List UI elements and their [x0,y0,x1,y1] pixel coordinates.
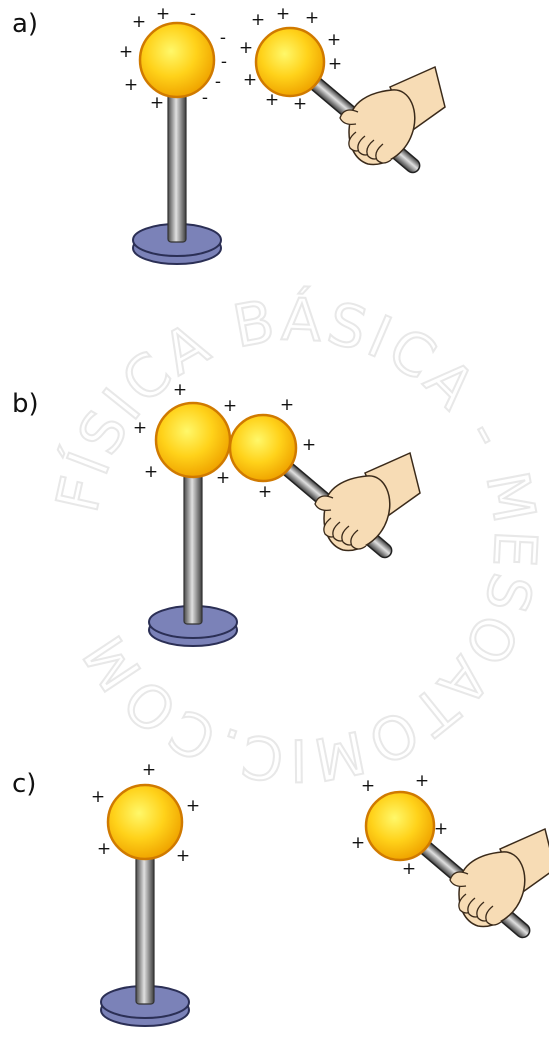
rod-sphere-charge: + [302,435,316,455]
stand-sphere [106,783,184,861]
hand-thumb [339,109,359,126]
stand-sphere-charge: + [216,468,230,488]
rod-sphere-charge: + [265,90,279,110]
stand-sphere-charge: + [119,42,133,62]
rod-sphere-charge: + [239,38,253,58]
hand-thumb [314,495,334,512]
rod-sphere [228,413,298,483]
panel-b: + + + + + + + + [133,380,421,647]
hand-holding-rod-icon [449,827,549,928]
stand-sphere-charge: - [202,88,208,108]
stand-sphere-charge: + [97,839,111,859]
hand-holding-rod-icon [339,65,446,166]
rod-sphere-charge: + [258,482,272,502]
stand-sphere-charge: - [220,28,226,48]
stand-sphere-charge: + [156,4,170,24]
stand-pole [183,470,203,625]
panel-b-label: b) [12,389,39,419]
rod-sphere-charge: + [434,819,448,839]
rod-sphere [254,26,326,98]
stand-sphere-charge: + [144,462,158,482]
stand-sphere-charge: + [173,380,187,400]
watermark-text: FÍSICA BÁSICA - MESOATOMIC.COM [43,284,549,794]
stand-sphere-charge: + [124,75,138,95]
panel-a: ++-+-+-+--+++++++++ [119,4,446,265]
stand-sphere [154,401,232,479]
rod-sphere-charge: + [276,4,290,24]
rod-sphere-charge: + [328,54,342,74]
stand-pole [167,90,187,243]
rod-sphere-charge: + [305,8,319,28]
rod-sphere-charge: + [351,833,365,853]
stand-sphere-charge: + [91,787,105,807]
stand-sphere-charge: + [186,796,200,816]
hand-thumb [449,871,469,888]
stand-sphere-charge: - [215,72,221,92]
panel-a-label: a) [12,9,38,39]
rod-sphere-charge: + [361,776,375,796]
rod-sphere [364,790,436,862]
hand-holding-rod-icon [314,451,421,552]
rod-sphere-charge: + [243,70,257,90]
stand-sphere-charge: + [132,12,146,32]
stand-sphere-charge: + [142,760,156,780]
stand-sphere-charge: + [150,93,164,113]
stand-sphere [138,21,216,99]
rod-sphere-charge: + [280,395,294,415]
stand-sphere-charge: + [223,396,237,416]
stand-sphere-charge: + [133,418,147,438]
panel-c-label: c) [12,769,36,799]
rod-sphere-charge: + [402,859,416,879]
rod-sphere-charge: + [327,30,341,50]
hand-finger [485,905,502,926]
stand-sphere-charge: + [176,846,190,866]
rod-sphere-charge: + [293,94,307,114]
stand-sphere-charge: - [190,4,196,24]
hand-finger [350,529,367,550]
hand-finger [375,143,392,164]
stand-sphere-charge: - [221,52,227,72]
panel-c: + + + + + + + + + + [91,760,549,1027]
rod-sphere-charge: + [251,10,265,30]
rod-sphere-charge: + [415,771,429,791]
stand-pole [135,852,155,1005]
watermark: FÍSICA BÁSICA - MESOATOMIC.COM [42,283,549,795]
